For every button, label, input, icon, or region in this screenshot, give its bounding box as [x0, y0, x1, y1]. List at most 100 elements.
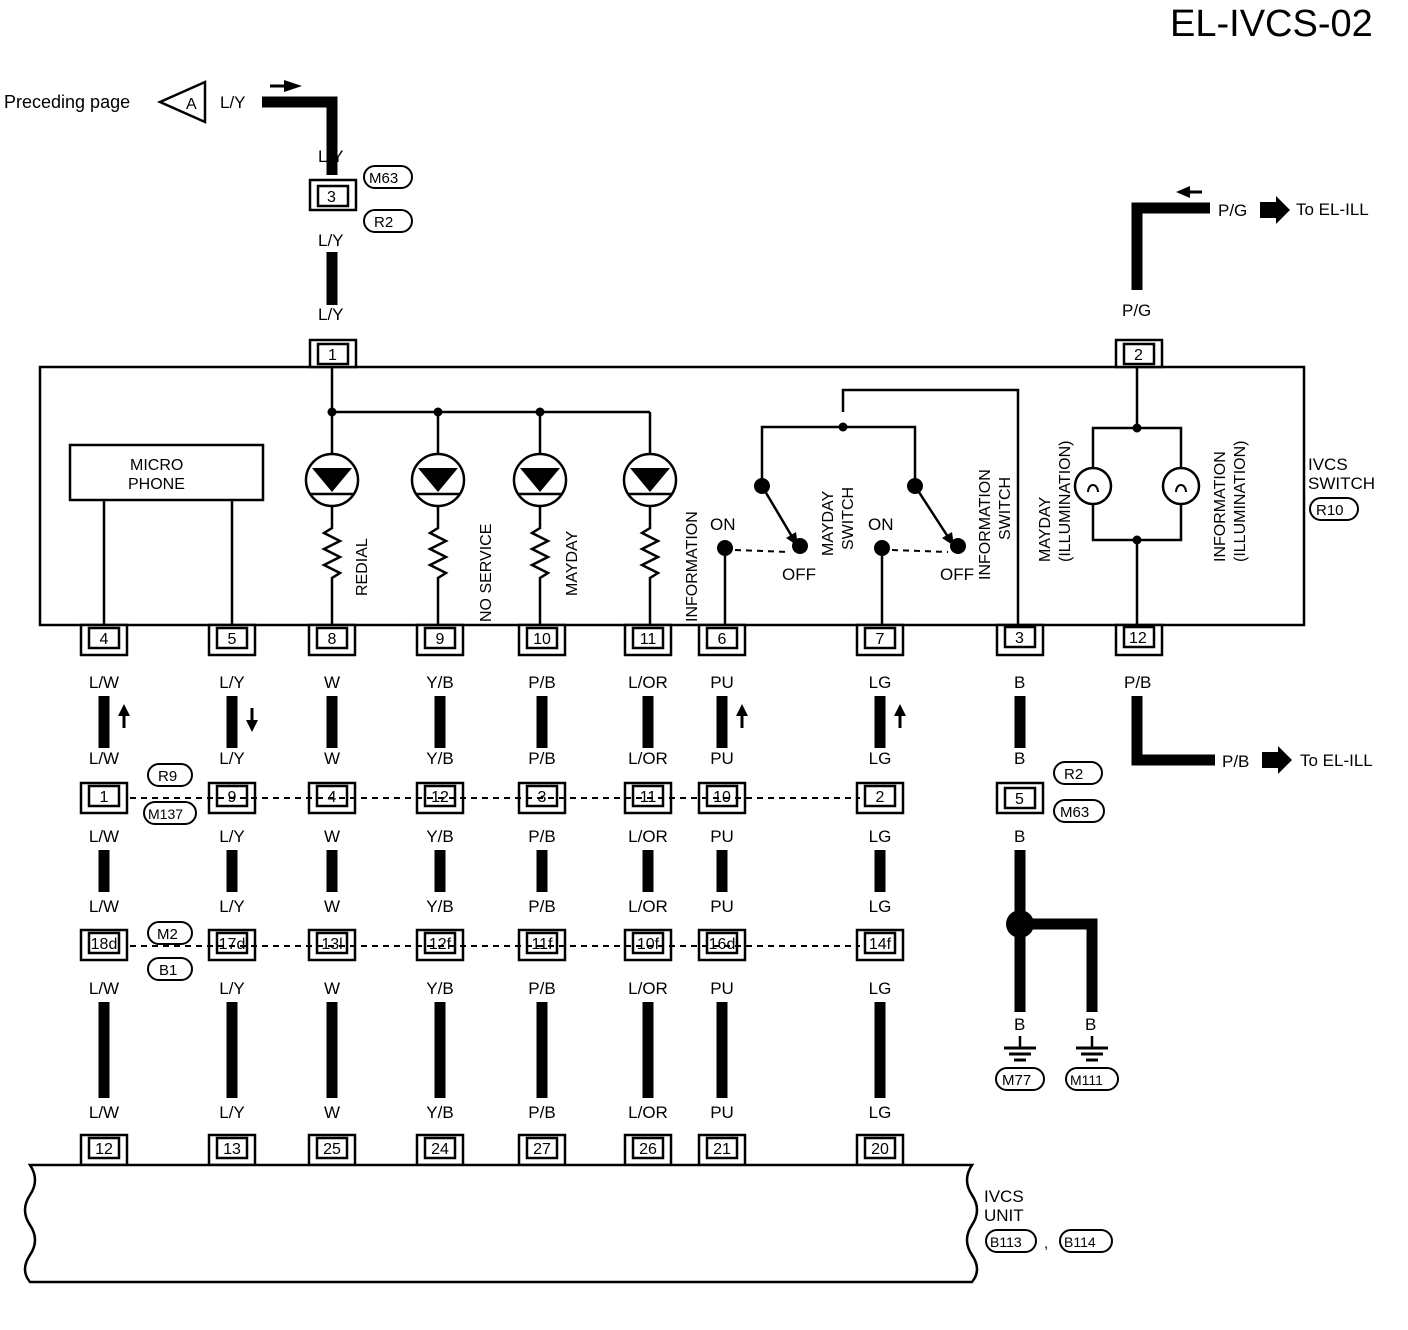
wire-color-label: L/W: [89, 673, 119, 692]
svg-text:3: 3: [1015, 630, 1024, 647]
connector-code-badge: M137: [143, 801, 197, 825]
led-redial: [304, 452, 360, 625]
led-mayday: [512, 412, 568, 625]
switch-pin-3: 3: [995, 623, 1045, 657]
wire-color-label: L/Y: [219, 827, 245, 846]
wire-color-label: B: [1085, 1015, 1096, 1034]
wire-color-label: PU: [710, 749, 734, 768]
wire-color-label: L/W: [89, 979, 119, 998]
wire-color-label: L/OR: [628, 1103, 668, 1122]
wire-color-label: L/Y: [318, 231, 344, 250]
microphone-label: MICRO: [130, 457, 183, 474]
svg-text:M2: M2: [157, 926, 178, 943]
wire-color-label: W: [324, 827, 340, 846]
ground-connector: 5: [995, 781, 1045, 815]
wire-color-label: LG: [869, 749, 892, 768]
wire-color-label: W: [324, 1103, 340, 1122]
low-connector-pin-number: 17d: [219, 936, 246, 953]
svg-text:1: 1: [328, 347, 337, 364]
svg-text:M63: M63: [369, 170, 398, 187]
wire-color-label: L/Y: [318, 305, 344, 324]
wire-color-label: W: [324, 673, 340, 692]
low-connector-pin-number: 18d: [91, 936, 118, 953]
unit-name: UNIT: [984, 1206, 1024, 1225]
wire-color-label: L/Y: [318, 147, 344, 166]
wire-color-label: Y/B: [426, 673, 453, 692]
wire-color-label: L/OR: [628, 827, 668, 846]
wire-color-label: PU: [710, 673, 734, 692]
led-label-information: INFORMATION: [684, 511, 701, 622]
current-up-arrow-icon: [118, 704, 130, 716]
wire-color-label: PU: [710, 979, 734, 998]
wire-color-label: L/OR: [628, 979, 668, 998]
switch-name-label: SWITCH: [997, 477, 1014, 540]
connector-code-badge: R2: [1053, 761, 1103, 785]
svg-text:M137: M137: [148, 806, 183, 822]
svg-text:M63: M63: [1060, 804, 1089, 821]
unit-pin-number: 20: [871, 1141, 889, 1158]
wire-color-label: PU: [710, 827, 734, 846]
switch-pin-number: 4: [100, 631, 109, 648]
wire-color-label: P/B: [528, 827, 555, 846]
svg-text:R10: R10: [1316, 502, 1344, 519]
current-arrow-icon: [284, 80, 302, 92]
switch-pin-12: 12: [1114, 623, 1164, 657]
wire-color-label: B: [1014, 673, 1025, 692]
svg-text:5: 5: [1015, 791, 1024, 808]
wire-color-label: W: [324, 897, 340, 916]
mid-connector-pin-number: 2: [876, 789, 885, 806]
to-el-ill-label: To EL-ILL: [1300, 751, 1373, 770]
arrow-right-icon: [1262, 746, 1292, 774]
preceding-page-label: Preceding page: [4, 92, 130, 112]
unit-pin-number: 25: [323, 1141, 341, 1158]
microphone-box: [68, 443, 265, 502]
wire-color-label: P/B: [528, 673, 555, 692]
information-switch: [874, 485, 966, 625]
connector-code-badge: M77: [995, 1067, 1045, 1091]
switch-name-label: MAYDAY: [820, 490, 837, 556]
switch-off-label: OFF: [940, 565, 974, 584]
lamp-label: INFORMATION: [1212, 451, 1229, 562]
ground-icon: [1076, 1036, 1108, 1062]
page-title: EL-IVCS-02: [1170, 3, 1373, 45]
svg-text:R2: R2: [1064, 766, 1083, 783]
svg-text:2: 2: [1134, 347, 1143, 364]
wire-color-label: L/W: [89, 1103, 119, 1122]
lamp-label: MAYDAY: [1037, 496, 1054, 562]
wire-color-label: LG: [869, 673, 892, 692]
unit-pin-number: 21: [713, 1141, 731, 1158]
microphone-label: PHONE: [128, 476, 185, 493]
switch-pin-number: 6: [718, 631, 727, 648]
wire-color-label: Y/B: [426, 1103, 453, 1122]
wire-color-label: L/OR: [628, 749, 668, 768]
mayday-switch: [717, 485, 808, 625]
splice-point: [1006, 910, 1034, 938]
switch-on-label: ON: [710, 515, 736, 534]
wire-color-label: L/Y: [219, 1103, 245, 1122]
switch-pin-number: 10: [533, 631, 551, 648]
wire-color-label: LG: [869, 979, 892, 998]
wire-color-label: L/OR: [628, 673, 668, 692]
switch-pin-number: 8: [328, 631, 337, 648]
led-label-mayday: MAYDAY: [564, 530, 581, 596]
arrow-right-icon: [1260, 196, 1290, 224]
lamp-mayday-icon: [1073, 466, 1113, 506]
svg-text:R9: R9: [158, 768, 177, 785]
wire-color-label: Y/B: [426, 979, 453, 998]
ground-icon: [1004, 1036, 1036, 1062]
wire-color-label: LG: [869, 897, 892, 916]
switch-name: SWITCH: [1308, 474, 1375, 493]
wire-color-label: L/W: [89, 897, 119, 916]
switch-pin-number: 5: [228, 631, 237, 648]
unit-name: IVCS: [984, 1187, 1024, 1206]
switch-pin-number: 11: [640, 631, 657, 648]
low-connector-pin-number: 12f: [429, 936, 452, 953]
wire-color-label: PU: [710, 897, 734, 916]
svg-text:12: 12: [1129, 630, 1147, 647]
unit-pin-number: 13: [223, 1141, 241, 1158]
switch-off-label: OFF: [782, 565, 816, 584]
mid-connector-pin-number: 1: [100, 789, 109, 806]
lamp-information-icon: [1161, 466, 1201, 506]
switch-on-label: ON: [868, 515, 894, 534]
